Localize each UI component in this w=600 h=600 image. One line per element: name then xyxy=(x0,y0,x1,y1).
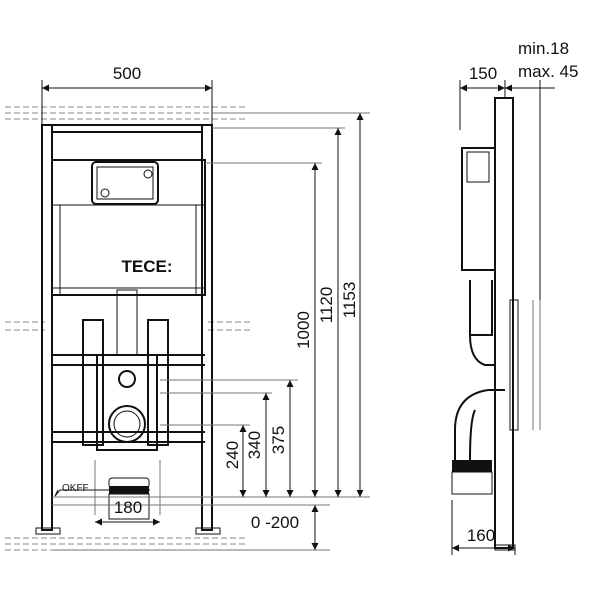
height-340-label: 340 xyxy=(245,431,264,459)
adjust-range-label: 0 -200 xyxy=(251,513,299,532)
width-label: 500 xyxy=(113,64,141,83)
height-1000-label: 1000 xyxy=(294,311,313,349)
brand-logo: TECE: xyxy=(122,257,173,276)
height-375-label: 375 xyxy=(269,426,288,454)
dimension-lines xyxy=(41,80,555,555)
drain-label: 180 xyxy=(114,498,142,517)
depth-label: 150 xyxy=(469,64,497,83)
height-1153-label: 1153 xyxy=(340,282,359,319)
side-view-frame xyxy=(451,97,541,551)
front-view-frame xyxy=(35,124,221,535)
floor-level-label: OKFF xyxy=(62,483,89,494)
height-1120-label: 1120 xyxy=(317,287,336,324)
min-label: min.18 xyxy=(518,39,569,58)
height-240-label: 240 xyxy=(223,441,242,469)
max-label: max. 45 xyxy=(518,62,578,81)
foot-depth-label: 160 xyxy=(467,526,495,545)
